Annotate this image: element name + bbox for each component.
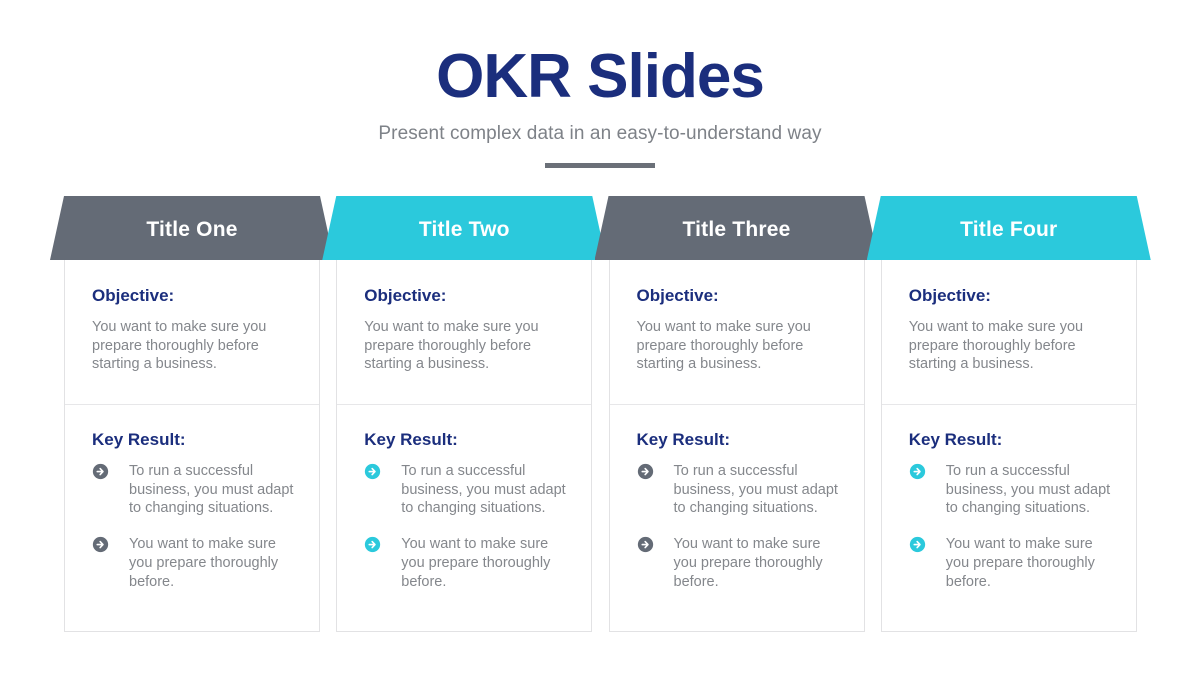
key-result-text: To run a successful business, you must a… [945,463,1111,517]
objective-text: You want to make sure you prepare thorou… [364,319,539,373]
list-item: You want to make sure you prepare thorou… [637,535,839,591]
objective-heading: Objective: [92,286,175,305]
circle-arrow-right-icon [637,536,654,553]
list-item: You want to make sure you prepare thorou… [364,535,566,591]
list-item: To run a successful business, you must a… [909,462,1111,518]
key-result-list: To run a successful business, you must a… [364,462,566,591]
circle-arrow-right-icon [364,536,381,553]
okr-column: Title One Objective: You want to make su… [50,196,334,632]
circle-arrow-right-icon [364,463,381,480]
objective-section: Objective: You want to make sure you pre… [65,260,319,404]
key-result-text: You want to make sure you prepare thorou… [401,536,551,590]
key-result-heading: Key Result: [636,430,731,449]
key-result-text: To run a successful business, you must a… [401,463,566,517]
column-header[interactable]: Title Three [594,196,879,260]
list-item: To run a successful business, you must a… [364,462,566,518]
key-result-section: Key Result: To run a successful business… [881,404,1136,591]
okr-column: Title Two Objective: You want to make su… [322,196,607,632]
objective-section: Objective: You want to make sure you pre… [337,260,591,404]
key-result-heading: Key Result: [92,430,186,449]
objective-heading: Objective: [364,286,447,305]
column-title: Title Four [960,218,1058,241]
objective-text: You want to make sure you prepare thorou… [908,319,1084,373]
key-result-text: You want to make sure you prepare thorou… [129,536,279,590]
objective-text: You want to make sure you prepare thorou… [92,319,267,373]
objective-text: You want to make sure you prepare thorou… [636,319,811,373]
circle-arrow-right-icon [637,463,654,480]
list-item: To run a successful business, you must a… [637,462,839,518]
key-result-section: Key Result: To run a successful business… [337,404,592,591]
objective-heading: Objective: [908,286,991,305]
list-item: You want to make sure you prepare thorou… [92,535,294,591]
circle-arrow-right-icon [909,463,926,480]
title-divider [545,162,655,168]
slide-header: OKR Slides Present complex data in an ea… [0,0,1200,168]
column-body: Objective: You want to make sure you pre… [336,260,593,632]
objective-heading: Objective: [636,286,719,305]
column-header[interactable]: Title Four [866,196,1151,260]
column-title: Title Two [418,218,510,241]
column-header[interactable]: Title One [50,196,334,260]
column-header[interactable]: Title Two [322,196,607,260]
list-item: You want to make sure you prepare thorou… [909,535,1111,591]
column-title: Title One [146,218,238,241]
key-result-list: To run a successful business, you must a… [92,462,294,591]
okr-columns: Title One Objective: You want to make su… [50,196,1151,632]
key-result-text: You want to make sure you prepare thorou… [945,536,1095,590]
objective-section: Objective: You want to make sure you pre… [610,260,864,404]
circle-arrow-right-icon [92,536,109,553]
page-title: OKR Slides [436,42,765,111]
key-result-list: To run a successful business, you must a… [637,462,839,591]
objective-section: Objective: You want to make sure you pre… [882,260,1136,404]
key-result-text: To run a successful business, you must a… [673,463,838,517]
circle-arrow-right-icon [909,536,926,553]
key-result-text: To run a successful business, you must a… [129,463,294,517]
key-result-heading: Key Result: [908,430,1003,449]
okr-column: Title Four Objective: You want to make s… [866,196,1151,632]
column-body: Objective: You want to make sure you pre… [880,260,1137,632]
list-item: To run a successful business, you must a… [92,462,294,518]
key-result-list: To run a successful business, you must a… [909,462,1111,591]
column-body: Objective: You want to make sure you pre… [64,260,320,632]
key-result-section: Key Result: To run a successful business… [609,404,864,591]
key-result-text: You want to make sure you prepare thorou… [673,536,823,590]
column-title: Title Three [682,218,791,241]
key-result-heading: Key Result: [364,430,458,449]
key-result-section: Key Result: To run a successful business… [65,404,319,591]
column-body: Objective: You want to make sure you pre… [608,260,865,632]
okr-column: Title Three Objective: You want to make … [594,196,879,632]
circle-arrow-right-icon [92,463,109,480]
page-subtitle: Present complex data in an easy-to-under… [378,122,822,144]
